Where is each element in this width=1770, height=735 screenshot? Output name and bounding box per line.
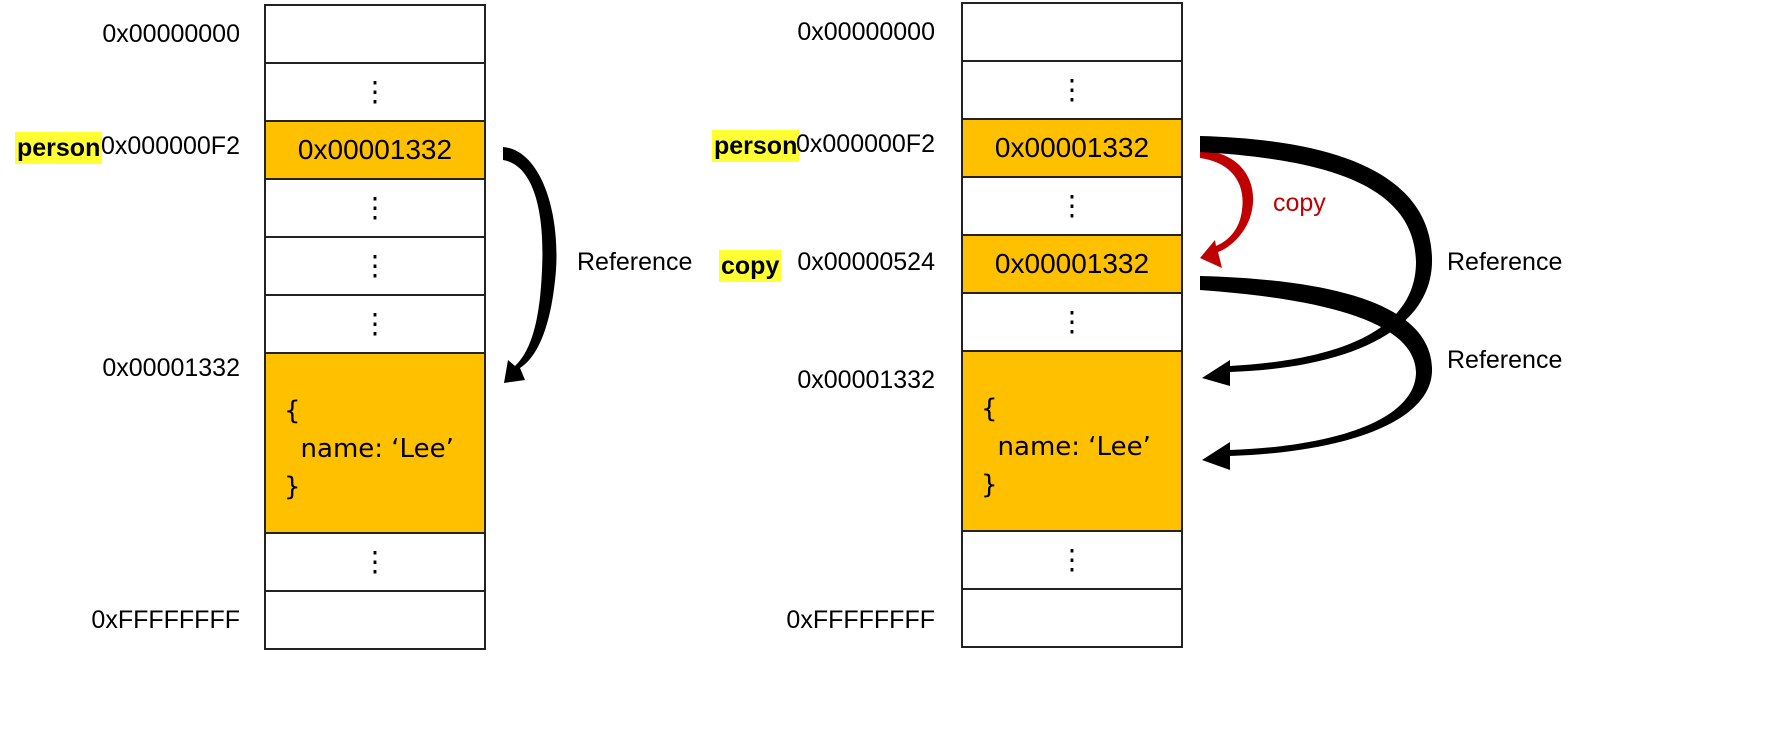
- arrow-layer: [1200, 136, 1433, 470]
- reference-arrow: [503, 147, 557, 383]
- ellipsis: ⋮: [1058, 306, 1086, 337]
- reference-label: Reference: [577, 248, 693, 276]
- memory-cell-person: 0x00001332: [961, 118, 1183, 178]
- ellipsis: ⋮: [1058, 74, 1086, 105]
- ellipsis: ⋮: [361, 192, 389, 223]
- address-label: 0x00000000: [102, 20, 240, 48]
- copy-arrow: [1200, 150, 1254, 268]
- memory-diagram-left: 0x00000000 person 0x000000F2 0x00001332 …: [15, 4, 693, 650]
- ellipsis: ⋮: [361, 546, 389, 577]
- memory-cell-object: { name: ‘Lee’ }: [264, 352, 486, 534]
- memory-cell: [961, 588, 1183, 648]
- ellipsis: ⋮: [361, 250, 389, 281]
- address-label: 0x00000000: [797, 18, 935, 46]
- reference-label: Reference: [1447, 248, 1563, 276]
- ellipsis: ⋮: [361, 76, 389, 107]
- memory-cell-ellipsis: ⋮: [264, 236, 486, 296]
- reference-label: Reference: [1447, 346, 1563, 374]
- memory-cell: [264, 590, 486, 650]
- cell-value: 0x00001332: [297, 134, 453, 165]
- ellipsis: ⋮: [361, 308, 389, 339]
- cell-value: 0x00001332: [994, 132, 1150, 163]
- variable-person-label: person: [15, 132, 103, 164]
- address-label: 0x000000F2: [795, 130, 935, 158]
- address-label: 0x00001332: [102, 354, 240, 382]
- memory-cell-object: { name: ‘Lee’ }: [961, 350, 1183, 532]
- memory-cell-ellipsis: ⋮: [264, 532, 486, 592]
- ellipsis: ⋮: [1058, 190, 1086, 221]
- address-label: 0x00000524: [797, 248, 935, 276]
- variable-copy-label: copy: [719, 250, 782, 282]
- address-label: 0xFFFFFFFF: [91, 606, 240, 634]
- copy-arrow-label: copy: [1273, 189, 1326, 217]
- reference-arrow-layer: [503, 147, 557, 383]
- cell-value: 0x00001332: [994, 248, 1150, 279]
- object-literal: { name: ‘Lee’ }: [981, 394, 1151, 500]
- reference-arrow-copy: [1200, 276, 1433, 470]
- address-label: 0x000000F2: [100, 132, 240, 160]
- memory-diagram-right: 0x00000000 person 0x000000F2 copy 0x0000…: [712, 0, 1770, 735]
- variable-person-label: person: [712, 130, 800, 162]
- address-label: 0x00001332: [797, 366, 935, 394]
- memory-cell-ellipsis: ⋮: [961, 530, 1183, 590]
- address-label: 0xFFFFFFFF: [786, 606, 935, 634]
- object-literal: { name: ‘Lee’ }: [284, 396, 454, 502]
- memory-cell-copy: 0x00001332: [961, 234, 1183, 294]
- ellipsis: ⋮: [1058, 544, 1086, 575]
